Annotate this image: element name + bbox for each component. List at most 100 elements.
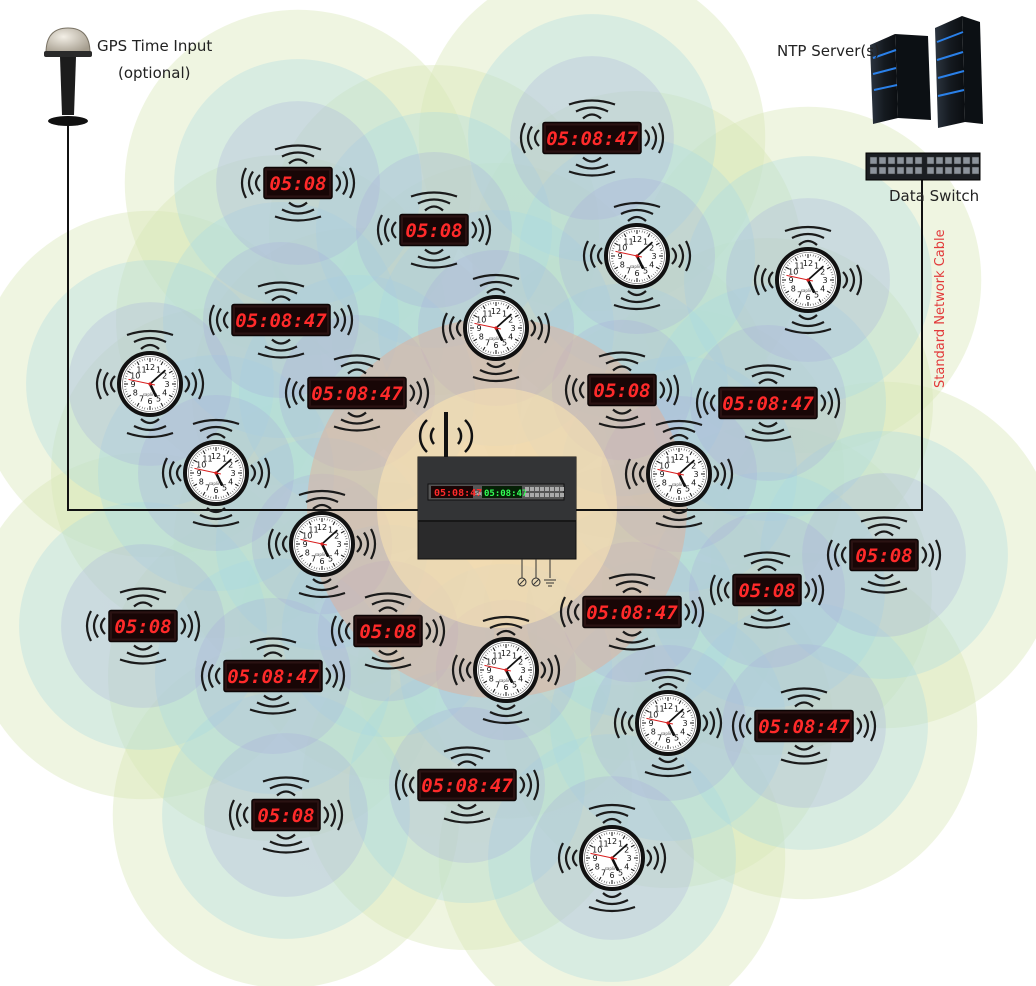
- svg-text:7: 7: [668, 485, 673, 494]
- wireless-wave-icon: [240, 144, 356, 222]
- digital-clock-icon: 05:08: [228, 776, 344, 854]
- svg-text:10: 10: [302, 532, 312, 541]
- svg-text:12: 12: [632, 235, 642, 244]
- digital-clock-time: 05:08: [114, 616, 171, 638]
- svg-text:2: 2: [508, 316, 513, 325]
- svg-text:3: 3: [682, 719, 687, 728]
- digital-clock-time: 05:08: [359, 621, 416, 643]
- gps-antenna-icon: [44, 27, 92, 126]
- digital-clock-icon: 05:08:47: [394, 746, 540, 824]
- digital-clock-icon: 05:08:47: [284, 354, 430, 432]
- svg-text:2: 2: [228, 461, 233, 470]
- wireless-wave-icon: [557, 803, 667, 913]
- wireless-wave-icon: [200, 637, 346, 715]
- svg-text:3: 3: [651, 252, 656, 261]
- svg-text:7: 7: [495, 681, 500, 690]
- svg-text:2: 2: [334, 532, 339, 541]
- svg-text:6: 6: [805, 293, 810, 302]
- svg-text:8: 8: [133, 389, 138, 398]
- svg-text:11: 11: [794, 261, 804, 270]
- svg-text:12: 12: [145, 363, 155, 372]
- wireless-wave-icon: [519, 99, 665, 177]
- digital-clock-time: 05:08:47: [235, 310, 327, 332]
- clock-brand: sapling: [315, 552, 330, 557]
- svg-text:12: 12: [803, 259, 813, 268]
- svg-text:12: 12: [317, 523, 327, 532]
- svg-text:11: 11: [623, 237, 633, 246]
- svg-text:10: 10: [592, 846, 602, 855]
- digital-clock-time: 05:08: [257, 805, 314, 827]
- data-switch-label: Data Switch: [889, 187, 979, 205]
- clock-brand: sapling: [661, 731, 676, 736]
- svg-text:7: 7: [485, 339, 490, 348]
- svg-text:1: 1: [328, 525, 333, 534]
- svg-text:11: 11: [482, 309, 492, 318]
- wireless-clocks: 05:08:47 05:08 05:08 05:08:47 05:08:47 05:08 0…: [85, 99, 942, 913]
- svg-text:9: 9: [196, 469, 201, 478]
- svg-text:10: 10: [617, 244, 627, 253]
- svg-text:10: 10: [648, 711, 658, 720]
- svg-text:9: 9: [130, 380, 135, 389]
- svg-text:1: 1: [618, 839, 623, 848]
- svg-text:2: 2: [624, 846, 629, 855]
- svg-text:5: 5: [328, 555, 333, 564]
- svg-text:4: 4: [334, 549, 339, 558]
- svg-text:9: 9: [592, 854, 597, 863]
- ntp-cable: [576, 172, 923, 511]
- clock-brand: sapling: [630, 264, 645, 269]
- digital-clock-icon: 05:08:47: [559, 573, 705, 651]
- wireless-wave-icon: [731, 687, 877, 765]
- svg-text:6: 6: [213, 486, 218, 495]
- svg-text:6: 6: [503, 683, 508, 692]
- digital-clock-icon: 05:08: [330, 592, 446, 670]
- digital-clock-time: 05:08:47: [722, 393, 814, 415]
- svg-text:4: 4: [649, 261, 654, 270]
- digital-clock-icon: 05:08: [85, 587, 201, 665]
- wireless-wave-icon: [95, 329, 205, 439]
- digital-clock-icon: 05:08:47: [731, 687, 877, 765]
- svg-text:4: 4: [162, 389, 167, 398]
- svg-text:1: 1: [643, 237, 648, 246]
- svg-text:3: 3: [822, 276, 827, 285]
- server-rack-icon: [870, 16, 983, 128]
- digital-clock-time: 05:08: [593, 380, 650, 402]
- svg-text:5: 5: [674, 734, 679, 743]
- svg-text:2: 2: [691, 462, 696, 471]
- wireless-wave-icon: [376, 191, 492, 269]
- svg-text:12: 12: [501, 649, 511, 658]
- wireless-wave-icon: [161, 418, 271, 528]
- svg-text:3: 3: [336, 540, 341, 549]
- svg-text:1: 1: [814, 261, 819, 270]
- svg-text:9: 9: [788, 276, 793, 285]
- digital-clock-time: 05:08:47: [421, 775, 513, 797]
- svg-text:11: 11: [136, 365, 146, 374]
- svg-text:4: 4: [228, 478, 233, 487]
- svg-text:11: 11: [492, 651, 502, 660]
- svg-text:3: 3: [693, 470, 698, 479]
- svg-text:4: 4: [624, 863, 629, 872]
- svg-text:11: 11: [665, 455, 675, 464]
- svg-text:6: 6: [493, 341, 498, 350]
- wireless-wave-icon: [394, 746, 540, 824]
- wireless-wave-icon: [85, 587, 201, 665]
- svg-text:8: 8: [199, 478, 204, 487]
- svg-text:4: 4: [820, 285, 825, 294]
- svg-text:5: 5: [643, 267, 648, 276]
- wifi-antenna-icon: [418, 412, 474, 458]
- svg-text:9: 9: [476, 324, 481, 333]
- digital-clock-icon: 05:08: [564, 351, 680, 429]
- svg-text:1: 1: [222, 454, 227, 463]
- gps-optional-label: (optional): [118, 64, 191, 82]
- wireless-wave-icon: [451, 615, 561, 725]
- svg-text:10: 10: [788, 268, 798, 277]
- ntp-server-label: NTP Server(s): [777, 42, 880, 60]
- svg-text:9: 9: [302, 540, 307, 549]
- svg-text:7: 7: [626, 267, 631, 276]
- svg-text:6: 6: [147, 397, 152, 406]
